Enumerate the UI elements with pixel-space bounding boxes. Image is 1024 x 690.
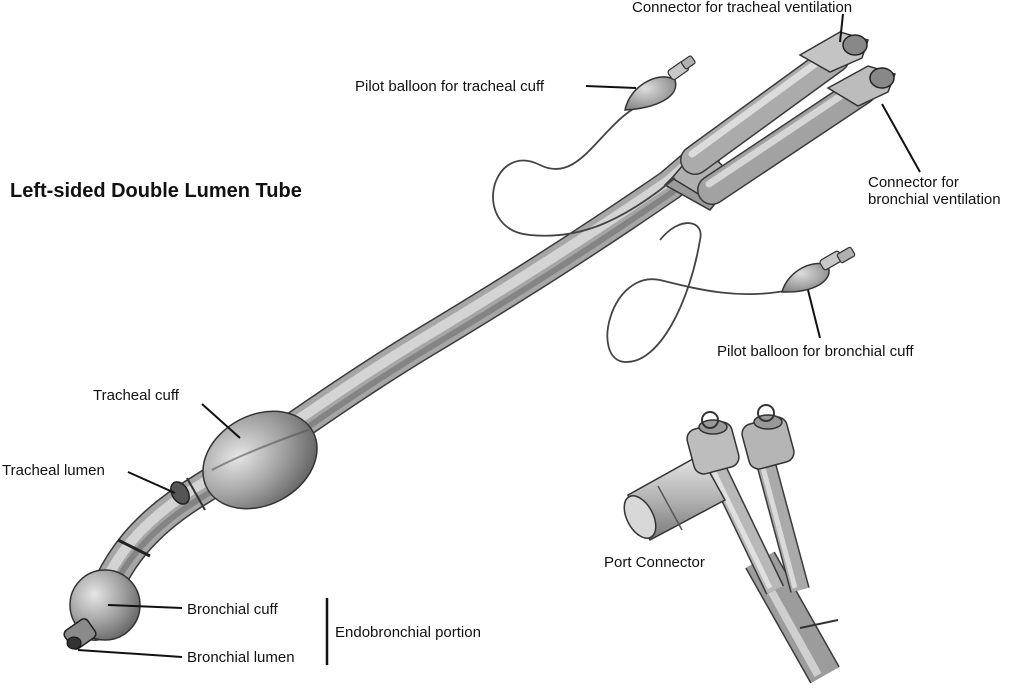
label-connector-tracheal: Connector for tracheal ventilation — [632, 0, 853, 16]
label-tracheal-lumen: Tracheal lumen — [2, 462, 105, 479]
port-connector-tracheal-branch — [705, 460, 785, 595]
port-connector-cap-left — [686, 411, 740, 475]
leader-pilot-bronchial — [807, 289, 821, 339]
label-pilot-tracheal: Pilot balloon for tracheal cuff — [355, 78, 545, 95]
port-connector-bronchial-branch — [755, 457, 810, 593]
port-connector-cap-right — [741, 404, 795, 470]
leader-bronchial-cuff — [107, 604, 183, 609]
label-connector-bronchial-line1: Connector for — [868, 174, 959, 191]
leader-tracheal-cuff — [201, 403, 241, 439]
leader-pilot-tracheal — [585, 85, 637, 89]
bronchial-tip — [63, 618, 97, 650]
tracheal-connector — [798, 31, 869, 73]
leader-lines — [77, 13, 921, 658]
tracheal-cuff-shape — [202, 410, 318, 510]
bronchial-connector — [826, 65, 896, 107]
diagram-title: Left-sided Double Lumen Tube — [10, 180, 302, 202]
tracheal-lumen-tube — [680, 43, 850, 175]
leader-connector-tracheal — [839, 13, 844, 43]
port-connector-illustration — [623, 404, 840, 684]
tracheal-pilot-line — [492, 104, 676, 237]
bronchial-pilot-balloon — [781, 246, 856, 293]
leader-connector-bronchial — [881, 103, 921, 173]
tracheal-lumen-opening — [170, 481, 190, 505]
label-port-connector: Port Connector — [604, 554, 705, 571]
bronchial-pilot-line — [606, 222, 791, 363]
leader-tracheal-lumen — [127, 471, 176, 494]
tracheal-pilot-balloon — [624, 55, 696, 111]
label-bronchial-cuff: Bronchial cuff — [187, 601, 278, 618]
label-pilot-bronchial: Pilot balloon for bronchial cuff — [717, 343, 914, 360]
label-endobronchial-portion: Endobronchial portion — [335, 624, 481, 641]
bronchial-lumen-tube — [697, 75, 877, 205]
label-connector-bronchial-line2: bronchial ventilation — [868, 191, 1001, 208]
port-connector-cylinder — [623, 453, 727, 542]
main-tube — [79, 139, 721, 641]
label-bronchial-lumen: Bronchial lumen — [187, 649, 295, 666]
label-tracheal-cuff: Tracheal cuff — [93, 387, 179, 404]
leader-bronchial-lumen — [77, 649, 183, 658]
